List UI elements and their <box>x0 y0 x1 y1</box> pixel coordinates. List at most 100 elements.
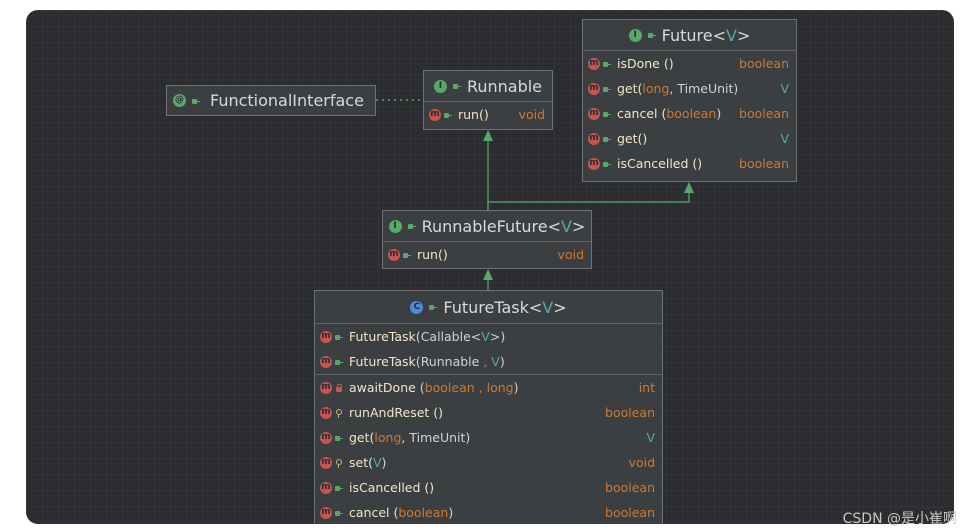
method-name: isDone () <box>617 56 674 71</box>
interface-icon: I <box>433 79 447 93</box>
method-name: get( <box>349 430 375 445</box>
return-type: boolean <box>605 405 655 420</box>
node-title: FutureTask<V> <box>443 297 567 317</box>
arrowhead-future <box>684 182 694 193</box>
interface-icon: I <box>628 28 642 42</box>
arrowhead-runnable <box>483 130 493 141</box>
private-visibility-icon <box>335 383 343 393</box>
method-icon: m <box>320 456 332 469</box>
method-row: m isCancelled () boolean <box>315 475 662 500</box>
method-row: m run() void <box>383 241 591 267</box>
param-type: long <box>642 81 670 96</box>
method-icon: m <box>320 481 332 494</box>
protected-visibility-icon <box>335 408 343 418</box>
method-icon: m <box>320 381 332 394</box>
return-type: boolean <box>739 56 789 71</box>
interface-icon: I <box>388 219 402 233</box>
public-visibility-icon <box>452 81 461 91</box>
public-visibility-icon <box>603 159 611 169</box>
method-row: m cancel (boolean) boolean <box>588 106 789 121</box>
diagram-edges <box>376 99 694 290</box>
public-visibility-icon <box>603 134 611 144</box>
node-title: FunctionalInterface <box>210 91 364 110</box>
method-name: get() <box>617 131 648 146</box>
method-name: get( <box>617 81 643 96</box>
method-name: awaitDone <box>349 380 416 395</box>
method-row: m run() void <box>424 101 552 127</box>
method-icon: m <box>588 57 600 70</box>
return-type: boolean <box>605 505 655 520</box>
constructor-name: FutureTask <box>349 329 416 344</box>
public-visibility-icon <box>647 30 656 40</box>
runnablefuture-node[interactable]: I RunnableFuture<V> m run() void <box>382 210 592 269</box>
node-title: Future<V> <box>661 25 751 45</box>
constructor-name: FutureTask <box>349 354 416 369</box>
param-type: Callable <box>420 329 471 344</box>
constructor-row: m FutureTask(Callable<V>) <box>315 323 662 349</box>
public-visibility-icon <box>335 357 343 367</box>
annotation-icon: @ <box>173 94 186 107</box>
future-node[interactable]: I Future<V> m isDone () boolean m get(lo… <box>582 19 797 182</box>
method-row: m isDone () boolean <box>583 50 796 76</box>
method-row: m awaitDone (boolean , long) int <box>315 374 662 400</box>
method-row: m cancel (boolean) boolean <box>320 505 655 520</box>
method-name: isCancelled () <box>349 480 435 495</box>
method-name: runAndReset () <box>349 405 444 420</box>
functionalinterface-node[interactable]: @ FunctionalInterface <box>166 85 376 116</box>
watermark: CSDN @是小崔啊 <box>842 511 957 527</box>
edge-runnablefuture-to-future <box>487 190 690 210</box>
public-visibility-icon <box>335 433 343 443</box>
public-visibility-icon <box>192 96 200 106</box>
public-visibility-icon <box>335 332 343 342</box>
return-type: V <box>780 131 789 146</box>
protected-visibility-icon <box>335 458 343 468</box>
method-name: run() <box>458 107 489 122</box>
constructor-row: m FutureTask(Runnable , V) <box>320 354 505 369</box>
param-type: TimeUnit <box>677 81 734 96</box>
node-title: Runnable <box>466 76 543 96</box>
method-icon: m <box>320 506 332 519</box>
method-row: m isCancelled () boolean <box>583 151 796 176</box>
return-type: boolean <box>739 106 789 121</box>
method-row: m get() V <box>583 126 796 151</box>
method-name: cancel ( <box>617 106 667 121</box>
public-visibility-icon <box>444 110 452 120</box>
method-icon: m <box>588 132 600 145</box>
method-icon: m <box>588 107 600 120</box>
class-icon: C <box>410 300 424 314</box>
return-type: void <box>628 455 655 470</box>
method-icon: m <box>320 330 332 343</box>
arrowhead-runnablefuture <box>483 269 493 280</box>
method-row: m set(V) void <box>320 455 655 470</box>
public-visibility-icon <box>603 84 611 94</box>
return-type: boolean <box>739 156 789 171</box>
method-name: isCancelled () <box>617 156 703 171</box>
return-type: void <box>518 107 545 122</box>
public-visibility-icon <box>335 508 343 518</box>
param-type: boolean <box>666 106 717 121</box>
public-visibility-icon <box>403 250 411 260</box>
method-icon: m <box>588 82 600 95</box>
method-row: m runAndReset () boolean <box>315 400 662 425</box>
public-visibility-icon <box>603 59 611 69</box>
diagram-canvas: @ FunctionalInterface I Runnable m run()… <box>26 10 954 524</box>
method-row: m get(long, TimeUnit) V <box>320 430 655 445</box>
public-visibility-icon <box>603 109 611 119</box>
public-visibility-icon <box>429 302 438 312</box>
public-visibility-icon <box>335 483 343 493</box>
return-type: V <box>646 430 655 445</box>
return-type: int <box>638 380 655 395</box>
method-icon: m <box>588 157 600 170</box>
method-row: m get(long, TimeUnit) V <box>588 81 789 96</box>
method-icon: m <box>388 248 400 261</box>
method-icon: m <box>320 431 332 444</box>
return-type: boolean <box>605 480 655 495</box>
node-title: RunnableFuture<V> <box>421 216 586 236</box>
runnable-node[interactable]: I Runnable m run() void <box>423 70 553 130</box>
public-visibility-icon <box>407 221 416 231</box>
return-type: void <box>557 247 584 262</box>
futuretask-node[interactable]: C FutureTask<V> m FutureTask(Callable<V>… <box>314 290 663 524</box>
method-icon: m <box>429 108 441 121</box>
method-icon: m <box>320 355 332 368</box>
method-name: set( <box>349 455 373 470</box>
